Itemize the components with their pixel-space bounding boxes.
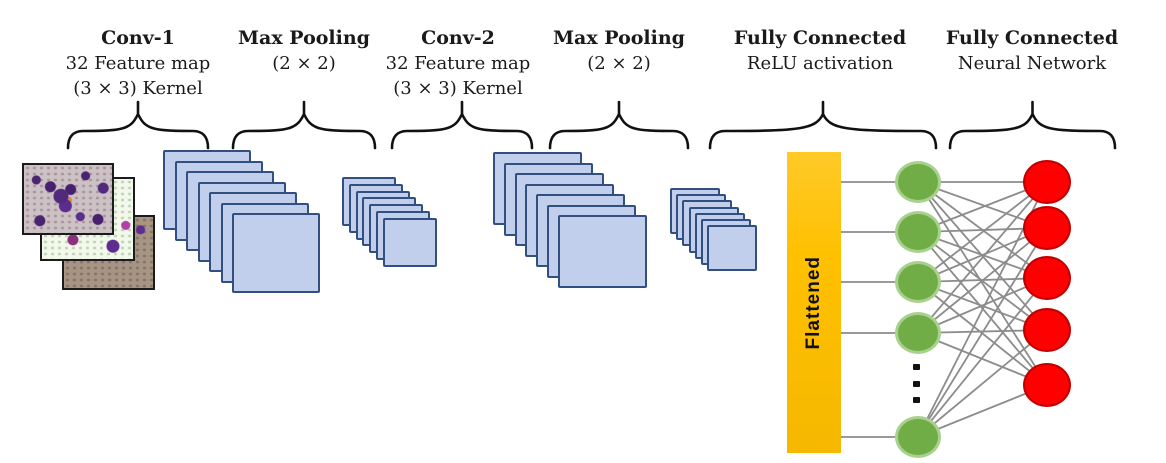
output-neuron-1: [1023, 160, 1071, 204]
hidden-neuron-1: [895, 161, 941, 203]
pool2-label: Max Pooling (2 × 2): [553, 26, 685, 76]
ellipsis-dot-2: [913, 381, 920, 387]
output-neuron-2: [1023, 206, 1071, 250]
hidden-neuron-3: [895, 261, 941, 303]
pool2-title: Max Pooling: [553, 27, 685, 49]
pool1-label: Max Pooling (2 × 2): [238, 26, 370, 76]
pool1-subtitle-1: (2 × 2): [272, 53, 336, 74]
conv1-label: Conv-1 32 Feature map (3 × 3) Kernel: [66, 26, 211, 101]
conv1-brace: [66, 100, 210, 150]
feature-map-sheet: [707, 225, 758, 272]
output-neuron-5: [1023, 363, 1071, 407]
output-neuron-3: [1023, 256, 1071, 300]
conv2-brace: [390, 100, 534, 150]
fc2-brace: [948, 100, 1117, 150]
hidden-neuron-4: [895, 312, 941, 354]
pool2-subtitle-1: (2 × 2): [587, 53, 651, 74]
fc1-subtitle-1: ReLU activation: [746, 53, 894, 74]
conv2-subtitle-1: 32 Feature map: [385, 53, 531, 74]
conv1-title: Conv-1: [101, 27, 175, 49]
pool2-brace: [548, 100, 690, 150]
feature-map-sheet: [382, 217, 437, 267]
pool1-title: Max Pooling: [238, 27, 370, 49]
ellipsis-dot-3: [913, 397, 920, 403]
input-image-1: [22, 163, 114, 235]
conv1-subtitle-1: 32 Feature map: [65, 53, 211, 74]
feature-map-sheet: [232, 213, 320, 293]
ellipsis-dot-1: [913, 364, 920, 370]
fc1-title: Fully Connected: [733, 27, 907, 49]
fc2-subtitle-1: Neural Network: [957, 53, 1107, 74]
fc1-brace: [708, 100, 938, 150]
hidden-neuron-5: [895, 416, 941, 458]
conv2-label: Conv-2 32 Feature map (3 × 3) Kernel: [386, 26, 531, 101]
fc2-title: Fully Connected: [945, 27, 1119, 49]
hidden-neuron-2: [895, 211, 941, 253]
conv1-subtitle-2: (3 × 3) Kernel: [73, 78, 203, 99]
conv2-subtitle-2: (3 × 3) Kernel: [393, 78, 523, 99]
pool1-brace: [231, 100, 377, 150]
output-neuron-4: [1023, 308, 1071, 352]
flattened-bar: Flattened: [787, 152, 841, 453]
feature-map-sheet: [557, 215, 647, 288]
conv2-title: Conv-2: [421, 27, 495, 49]
